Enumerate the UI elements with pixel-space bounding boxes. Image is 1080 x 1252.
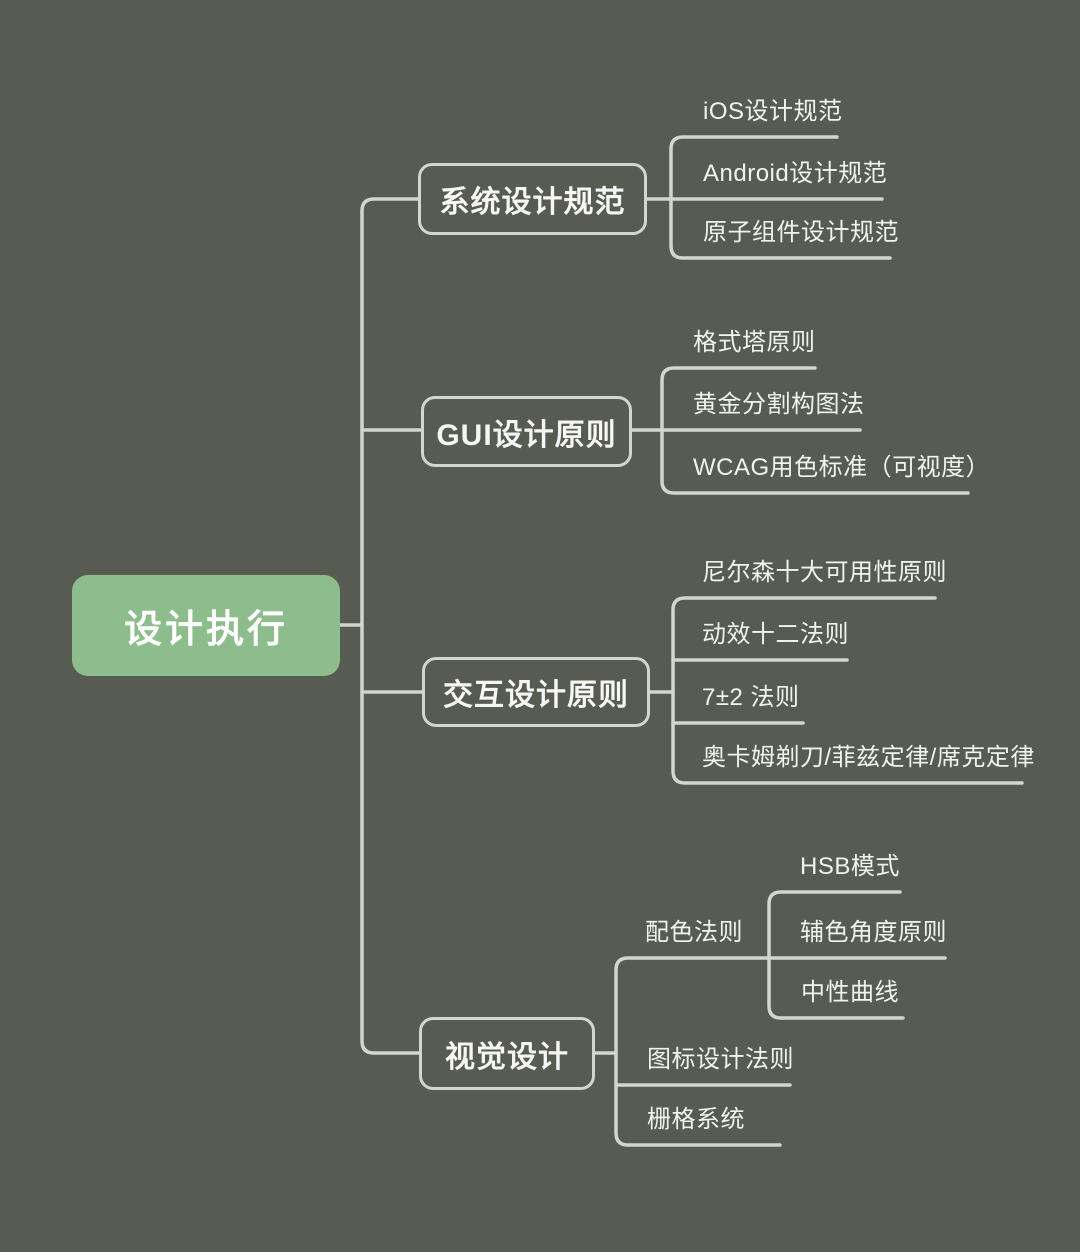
leaf-node-neutral-curve[interactable]: 中性曲线	[801, 979, 899, 1006]
leaf-node-android-design-spec[interactable]: Android设计规范	[703, 160, 888, 187]
leaf-node-golden-ratio-composition[interactable]: 黄金分割构图法	[693, 391, 865, 418]
leaf-node-grid-system[interactable]: 栅格系统	[647, 1106, 745, 1133]
root-node[interactable]: 设计执行	[72, 575, 340, 676]
leaf-node-secondary-color-angle-principle[interactable]: 辅色角度原则	[800, 919, 947, 946]
leaf-node-wcag-color-standard[interactable]: WCAG用色标准（可视度）	[693, 454, 991, 481]
branch-node-system-design-spec[interactable]: 系统设计规范	[418, 163, 647, 235]
leaf-node-hsb-mode[interactable]: HSB模式	[800, 853, 900, 880]
branch-node-visual-design[interactable]: 视觉设计	[419, 1017, 595, 1090]
branch-node-interaction-design-principles[interactable]: 交互设计原则	[422, 657, 650, 727]
leaf-node-12-principles-of-animation[interactable]: 动效十二法则	[702, 621, 849, 648]
leaf-node-color-scheme-rules[interactable]: 配色法则	[645, 919, 743, 946]
leaf-node-ios-design-spec[interactable]: iOS设计规范	[703, 98, 843, 125]
leaf-node-atomic-component-spec[interactable]: 原子组件设计规范	[703, 219, 899, 246]
leaf-node-gestalt-principle[interactable]: 格式塔原则	[693, 329, 816, 356]
leaf-node-occam-fitts-hick-laws[interactable]: 奥卡姆剃刀/菲兹定律/席克定律	[702, 744, 1035, 771]
leaf-node-nielsen-usability-principles[interactable]: 尼尔森十大可用性原则	[702, 559, 947, 586]
branch-node-gui-design-principles[interactable]: GUI设计原则	[421, 396, 632, 467]
trunk-line	[360, 197, 421, 1055]
leaf-node-7plusminus2-rule[interactable]: 7±2 法则	[702, 684, 800, 711]
leaf-node-icon-design-rules[interactable]: 图标设计法则	[647, 1046, 794, 1073]
